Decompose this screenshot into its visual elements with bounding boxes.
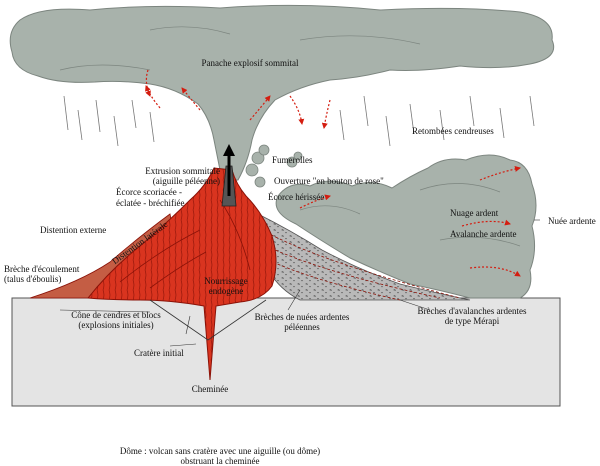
label-extrusion-1: Extrusion sommitale <box>145 166 220 176</box>
label-fumerolles: Fumerolles <box>272 155 313 165</box>
ground-block <box>11 297 561 407</box>
right-flank-rubble <box>257 213 471 301</box>
figure-caption: Dôme : volcan sans cratère avec une aigu… <box>100 446 340 466</box>
label-breches-nuees-2: péléennes <box>284 322 320 332</box>
label-breches-nuees-1: Brèches de nuées ardentes <box>254 312 350 322</box>
label-nourrissage-1: Nourrissage <box>204 276 248 286</box>
flow-arrows <box>145 69 521 277</box>
label-nuee-ardente: Nuée ardente <box>548 216 596 226</box>
label-cone-1: Cône de cendres et blocs <box>71 310 161 320</box>
label-ouverture: Ouverture "en bouton de rose" <box>274 176 384 186</box>
label-distention-externe: Distention externe <box>40 225 107 235</box>
label-retombees: Retombées cendreuses <box>412 126 494 136</box>
caption-line-1: Dôme : volcan sans cratère avec une aigu… <box>119 446 321 456</box>
label-ecorce-scoriacee-2: éclatée - bréchifiée <box>116 198 185 208</box>
fumaroles <box>245 144 303 188</box>
label-avalanche-ardente: Avalanche ardente <box>450 229 517 239</box>
label-extrusion-2: (aiguille péléenne) <box>152 176 220 186</box>
label-panache: Panache explosif sommital <box>201 58 299 68</box>
label-breches-avalanches-2: de type Mérapi <box>444 316 500 326</box>
nuee-ardente-cloud <box>275 154 537 299</box>
label-breches-avalanches-1: Brèches d'avalanches ardentes <box>417 306 527 316</box>
label-breche-ecoulement-1: Brèche d'écoulement <box>4 264 80 274</box>
lava-dome <box>87 167 277 381</box>
leader-lines <box>59 219 540 347</box>
ash-plume <box>9 4 555 181</box>
label-ecorce-scoriacee-1: Écorce scoriacée - <box>116 187 182 197</box>
label-ecorce-herissee: Écorce hérissée <box>268 192 325 202</box>
label-nourrissage-2: endogène <box>208 286 244 296</box>
label-cone-2: (explosions initiales) <box>78 320 154 330</box>
label-cheminee: Cheminée <box>191 384 229 394</box>
label-nuage-ardent: Nuage ardent <box>450 208 499 218</box>
label-breche-ecoulement-2: (talus d'éboulis) <box>4 274 62 284</box>
caption-line-2: obstruant la cheminée <box>180 456 260 466</box>
label-cratere: Cratère initial <box>134 348 184 358</box>
initial-cone <box>149 299 267 341</box>
ash-fall-streaks <box>63 95 535 147</box>
